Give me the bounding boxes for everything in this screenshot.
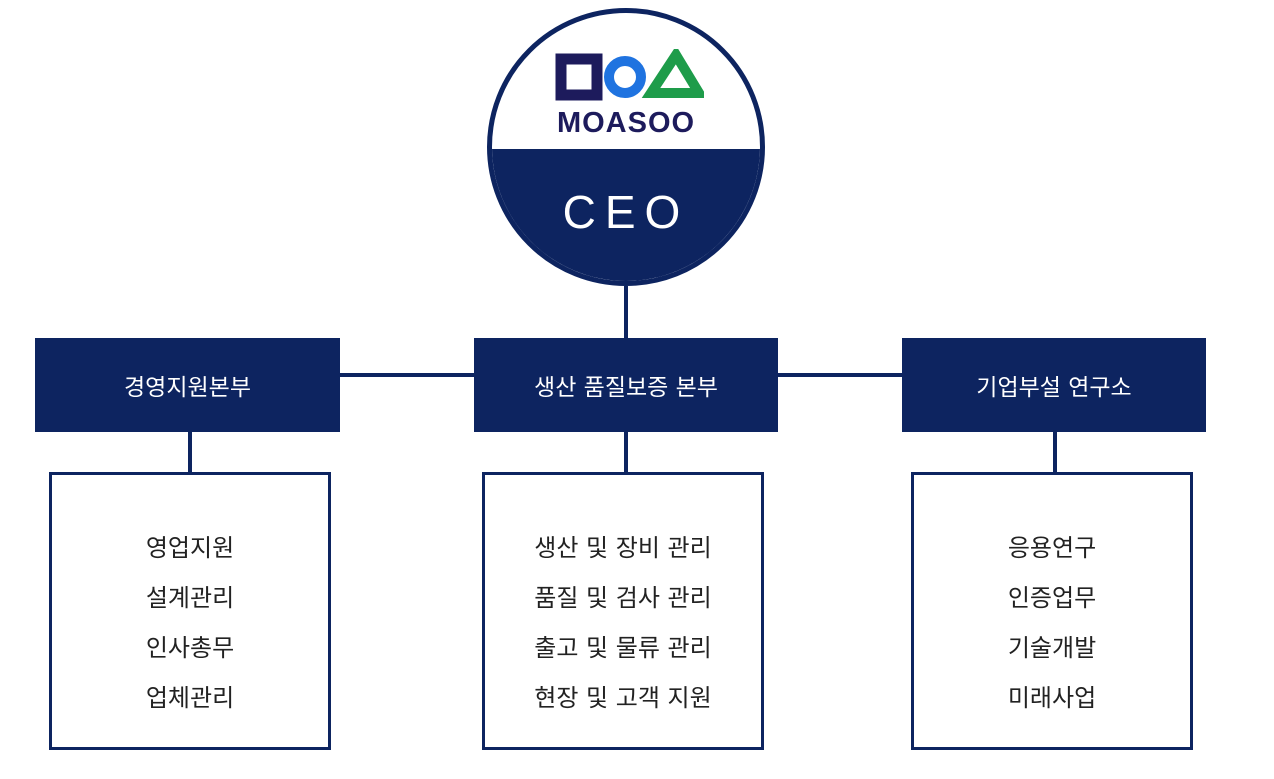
dept-header-research: 기업부설 연구소: [902, 338, 1206, 432]
list-item: 기술개발: [1007, 634, 1097, 662]
ceo-label-band: [492, 149, 760, 281]
dept-label: 기업부설 연구소: [976, 375, 1132, 401]
dept-box-management: 영업지원 설계관리 인사총무 업체관리: [49, 472, 331, 750]
ceo-node: MOASOO CEO: [487, 8, 765, 286]
dept-box-research: 응용연구 인증업무 기술개발 미래사업: [911, 472, 1193, 750]
dept-header-management: 경영지원본부: [35, 338, 340, 432]
list-item: 업체관리: [145, 684, 235, 712]
logo-text: MOASOO: [556, 107, 696, 139]
list-item: 응용연구: [1007, 534, 1097, 562]
dept2-connector-line: [624, 432, 628, 472]
logo-square-icon: [555, 53, 603, 101]
dept-box-production: 생산 및 장비 관리 품질 및 검사 관리 출고 및 물류 관리 현장 및 고객…: [482, 472, 764, 750]
list-item: 현장 및 고객 지원: [534, 684, 712, 712]
logo-circle-icon: [604, 56, 646, 98]
dept-label: 경영지원본부: [124, 375, 251, 401]
ceo-title: CEO: [562, 186, 690, 238]
dept-header-production: 생산 품질보증 본부: [474, 338, 778, 432]
list-item: 품질 및 검사 관리: [534, 584, 712, 612]
moasoo-logo: [555, 49, 704, 101]
list-item: 설계관리: [145, 584, 235, 612]
ceo-connector-line: [624, 286, 628, 338]
list-item: 미래사업: [1007, 684, 1097, 712]
dept-label: 생산 품질보증 본부: [534, 375, 718, 401]
list-item: 인사총무: [145, 634, 235, 662]
dept3-connector-line: [1053, 432, 1057, 472]
list-item: 영업지원: [145, 534, 235, 562]
list-item: 생산 및 장비 관리: [534, 534, 712, 562]
left-horizontal-connector: [340, 373, 474, 377]
right-horizontal-connector: [778, 373, 902, 377]
list-item: 출고 및 물류 관리: [534, 634, 712, 662]
dept1-connector-line: [188, 432, 192, 472]
logo-triangle-icon: [641, 49, 704, 98]
list-item: 인증업무: [1007, 584, 1097, 612]
